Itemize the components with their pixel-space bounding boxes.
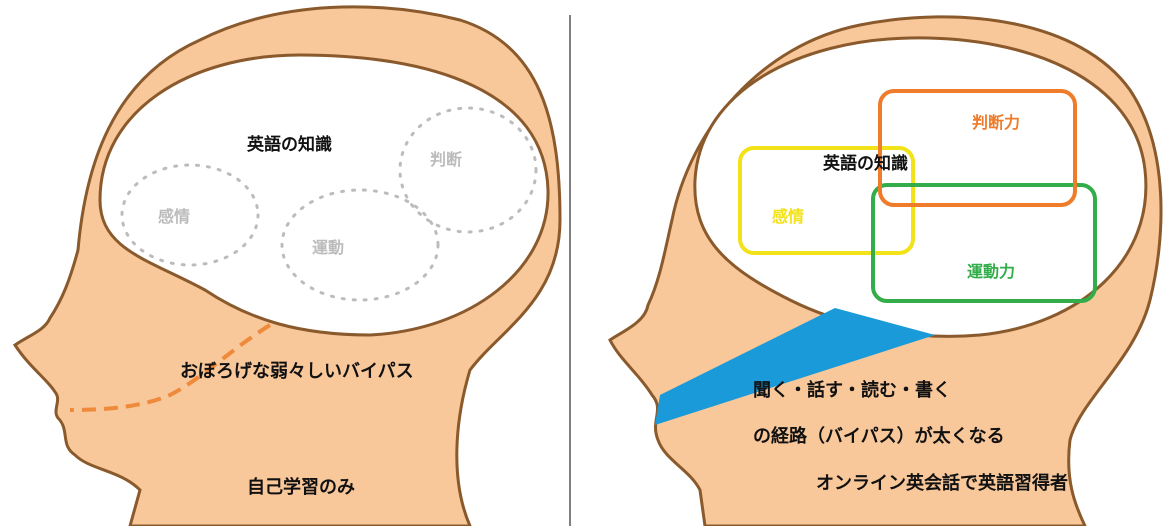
right-brain-title: 英語の知識	[823, 153, 908, 174]
right-box-motor-label: 運動力	[967, 262, 1015, 281]
left-zone-judgment	[398, 106, 538, 234]
right-box-emotion	[738, 146, 915, 255]
right-caption: オンライン英会話で英語習得者	[816, 472, 1068, 494]
left-brain-title: 英語の知識	[247, 134, 332, 155]
left-zone-motor	[280, 188, 440, 302]
right-box-motor	[871, 183, 1097, 303]
right-box-judgment-label: 判断力	[972, 113, 1020, 132]
right-head	[608, 15, 1163, 526]
left-caption: 自己学習のみ	[247, 476, 355, 498]
left-head	[12, 5, 562, 526]
left-zone-emotion-label: 感情	[158, 207, 190, 226]
right-box-judgment	[878, 89, 1077, 207]
left-bypass-label: おぼろげな弱々しいバイパス	[180, 361, 414, 382]
left-zone-judgment-label: 判断	[430, 150, 462, 169]
right-pathway-line1: 聞く・話す・読む・書く	[753, 379, 951, 401]
left-zone-motor-label: 運動	[312, 238, 344, 257]
left-bypass-path	[69, 323, 272, 412]
left-zone-emotion	[120, 163, 260, 267]
right-bypass-band	[655, 308, 935, 425]
right-pathway-line2: の経路（バイパス）が太くなる	[753, 425, 1005, 447]
right-brain	[693, 36, 1148, 338]
left-brain	[98, 53, 550, 337]
right-box-emotion-label: 感情	[772, 207, 804, 226]
